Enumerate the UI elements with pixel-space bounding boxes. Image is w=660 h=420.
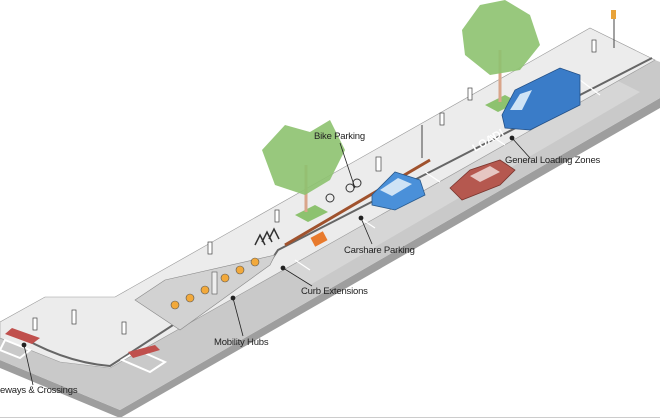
label-driveways-crossings: eways & Crossings (0, 385, 78, 396)
label-general-loading-zones: General Loading Zones (505, 155, 601, 166)
red-curb (284, 158, 431, 247)
tree (262, 120, 345, 212)
parking-lane (270, 72, 640, 285)
crosswalk (0, 338, 168, 374)
red-car (449, 159, 516, 201)
pedestrians (32, 39, 597, 335)
label-curb-extensions: Curb Extensions (301, 286, 368, 297)
sign-posts (421, 15, 615, 158)
bike-rack (254, 227, 280, 246)
bottom-divider (0, 417, 660, 418)
blue-car (371, 171, 426, 211)
blue-van (501, 67, 581, 131)
label-mobility-hubs: Mobility Hubs (214, 337, 269, 348)
kiosk (211, 271, 218, 295)
label-carshare-parking: Carshare Parking (344, 245, 415, 256)
sign (611, 10, 616, 19)
tree-pit (295, 205, 328, 222)
tree (462, 0, 540, 102)
tactile-pad (128, 345, 160, 358)
bikeshare-docks (170, 257, 260, 310)
stall-lines (294, 79, 601, 271)
tactile-pad (5, 328, 40, 344)
label-bike-parking: Bike Parking (314, 131, 365, 142)
carshare-marking (310, 231, 328, 247)
leader-lines (21, 135, 531, 386)
